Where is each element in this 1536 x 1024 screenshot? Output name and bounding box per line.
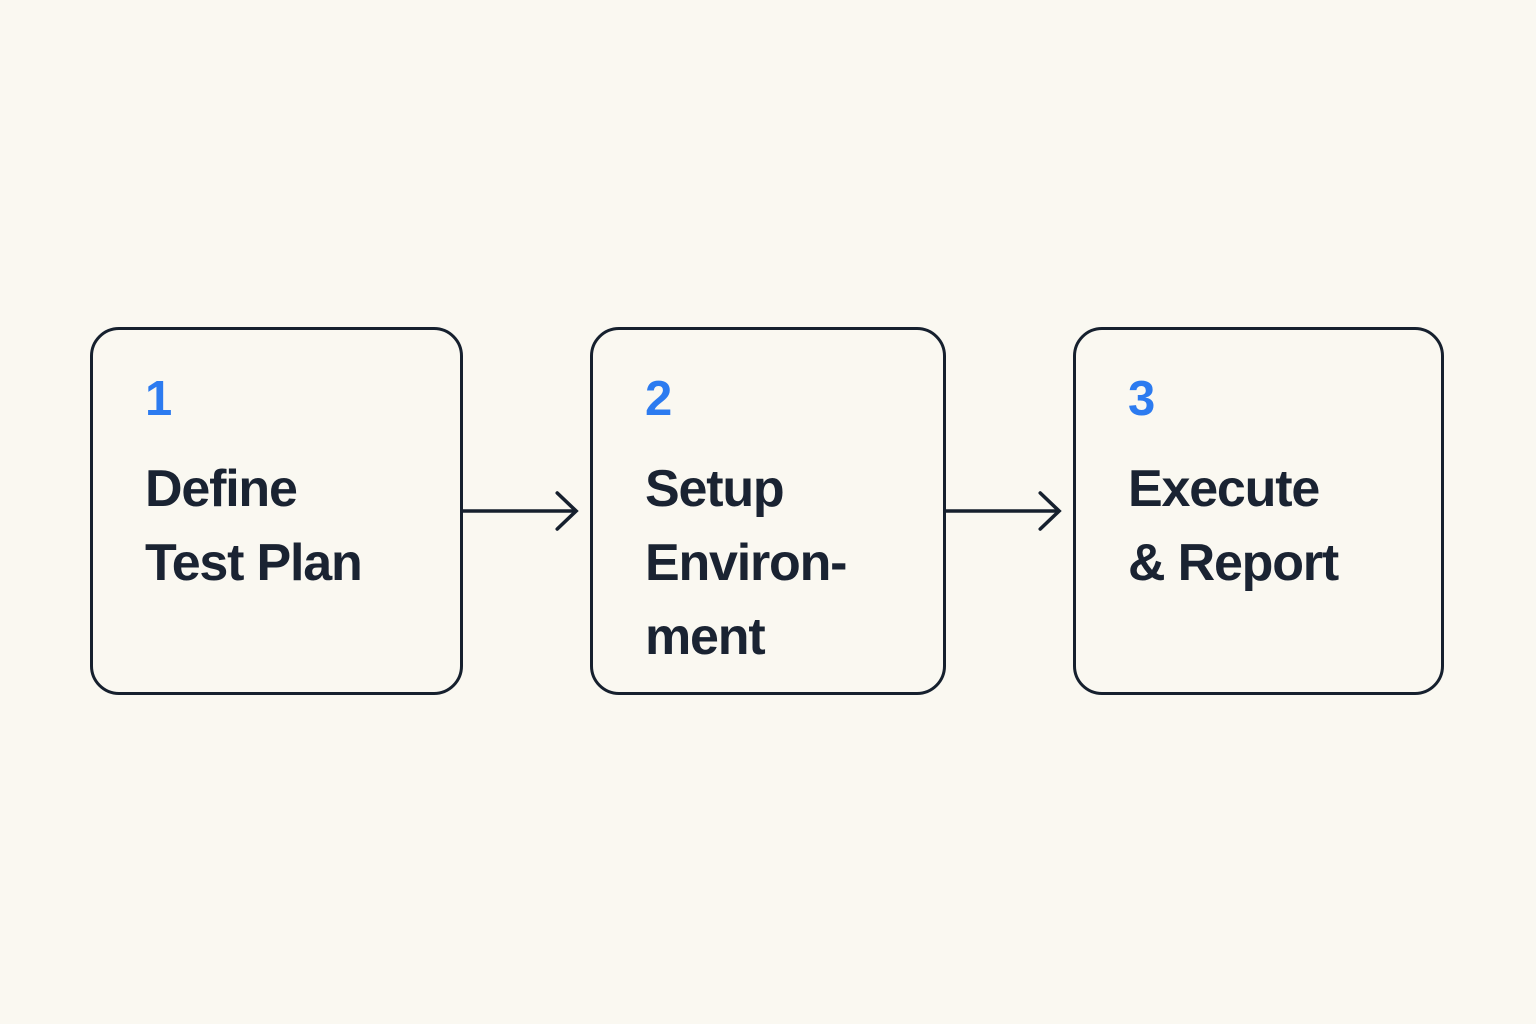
arrow-right-icon [946, 481, 1073, 541]
step-title-3: Execute & Report [1128, 460, 1339, 592]
step-card-3[interactable]: 3 Execute & Report [1073, 327, 1444, 695]
arrow-right-icon [463, 481, 590, 541]
process-flow-row: 1 Define Test Plan 2 Setup Environ- ment… [90, 327, 1444, 695]
connector-arrow-2-to-3 [946, 481, 1073, 541]
step-card-2[interactable]: 2 Setup Environ- ment [590, 327, 946, 695]
step-card-1[interactable]: 1 Define Test Plan [90, 327, 463, 695]
step-number-2: 2 [645, 372, 672, 426]
step-title-2: Setup Environ- ment [645, 460, 847, 666]
step-number-3: 3 [1128, 372, 1155, 426]
step-title-1: Define Test Plan [145, 460, 363, 592]
connector-arrow-1-to-2 [463, 481, 590, 541]
step-number-1: 1 [145, 372, 172, 426]
